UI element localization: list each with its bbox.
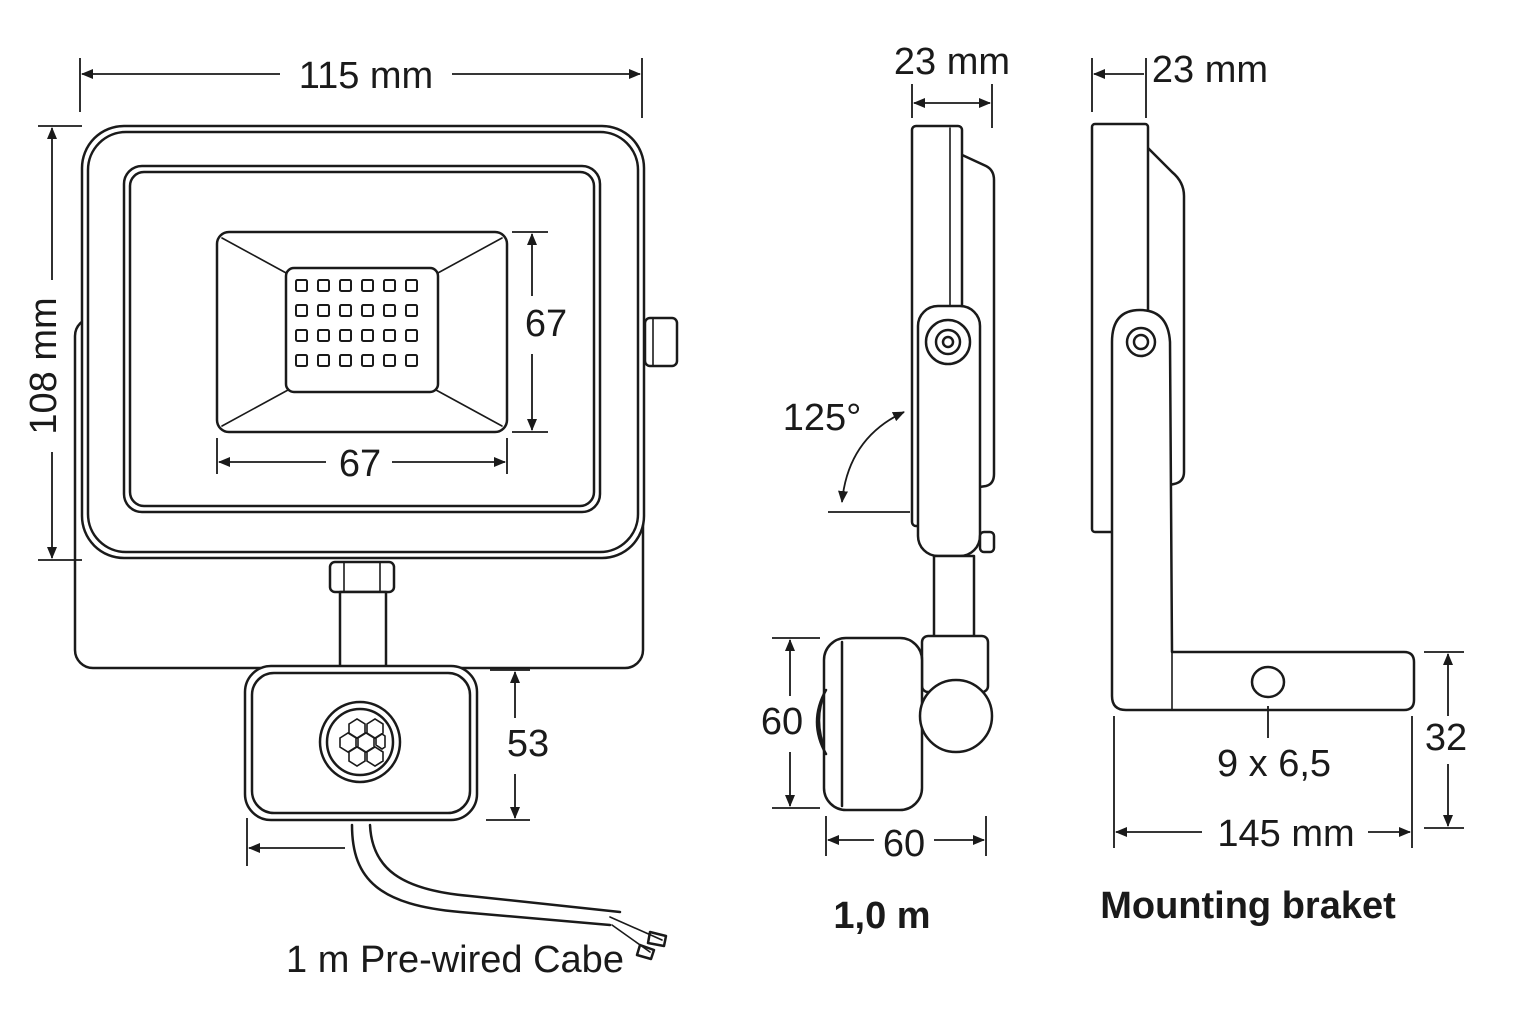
led-chip-icon <box>383 354 396 367</box>
side-sensor-body <box>822 636 924 812</box>
bracket-hole-label: 9 x 6,5 <box>1217 743 1331 785</box>
led-chip-icon <box>405 304 418 317</box>
led-chip-icon <box>295 279 308 292</box>
sensor-arm <box>338 590 388 672</box>
pir-lens-icon <box>318 700 402 784</box>
glass-frame <box>122 164 602 514</box>
side-sensor-width-label: 60 <box>883 823 925 865</box>
led-chip-icon <box>361 354 374 367</box>
side-depth-label: 23 mm <box>894 41 1010 83</box>
led-chip-icon <box>361 329 374 342</box>
swivel-knob <box>918 678 994 754</box>
side-view: 23 mm 125° 60 60 1,0 m <box>761 41 1010 937</box>
led-chip-icon <box>317 279 330 292</box>
side-knob <box>643 316 679 368</box>
bracket-length-label: 145 mm <box>1217 813 1354 855</box>
led-chip-icon <box>339 304 352 317</box>
led-chip-icon <box>405 354 418 367</box>
led-chip-icon <box>339 279 352 292</box>
led-chip-icon <box>295 329 308 342</box>
led-chip-icon <box>295 304 308 317</box>
front-view: 115 mm 108 mm 67 67 53 1 m Pre-wired Cab… <box>23 55 679 981</box>
bracket-depth-label: 23 mm <box>1152 49 1268 91</box>
led-width-label: 67 <box>339 443 381 485</box>
front-cable-label: 1 m Pre-wired Cabe <box>286 939 624 981</box>
led-chip-icon <box>383 329 396 342</box>
front-height-label: 108 mm <box>23 297 65 434</box>
led-chip-icon <box>339 329 352 342</box>
led-chip-icon <box>383 304 396 317</box>
led-chip-icon <box>339 354 352 367</box>
led-chip-icon <box>361 279 374 292</box>
bracket-hinge-screw-icon <box>1125 326 1157 358</box>
bracket-height-label: 32 <box>1425 717 1467 759</box>
side-angle-label: 125° <box>783 397 862 439</box>
led-chip-icon <box>317 304 330 317</box>
sensor-drop-label: 53 <box>507 723 549 765</box>
front-width-label: 115 mm <box>299 55 433 97</box>
reflector <box>215 230 509 434</box>
led-chip-grid <box>295 279 418 367</box>
led-height-label: 67 <box>525 303 567 345</box>
cable-gland <box>328 560 396 594</box>
side-cable-label: 1,0 m <box>833 895 930 937</box>
led-chip-icon <box>361 304 374 317</box>
bracket-mounting-hole <box>1250 665 1286 699</box>
pir-lens-honeycomb <box>339 718 386 767</box>
side-sensor-stem <box>932 554 976 644</box>
led-chip-icon <box>317 329 330 342</box>
hinge-screw-icon <box>924 318 972 366</box>
bracket-title: Mounting braket <box>1100 885 1396 927</box>
cable <box>350 823 612 927</box>
led-chip-icon <box>317 354 330 367</box>
side-sensor-height-label: 60 <box>761 701 803 743</box>
housing-rim <box>86 130 640 554</box>
led-chip-icon <box>405 279 418 292</box>
bracket-view: 23 mm 9 x 6,5 32 145 mm Mounting braket <box>1090 49 1467 927</box>
pir-sensor-housing <box>243 664 479 822</box>
mounting-bracket <box>1110 308 1416 712</box>
led-chip-icon <box>295 354 308 367</box>
led-chip-icon <box>383 279 396 292</box>
led-chip-icon <box>405 329 418 342</box>
